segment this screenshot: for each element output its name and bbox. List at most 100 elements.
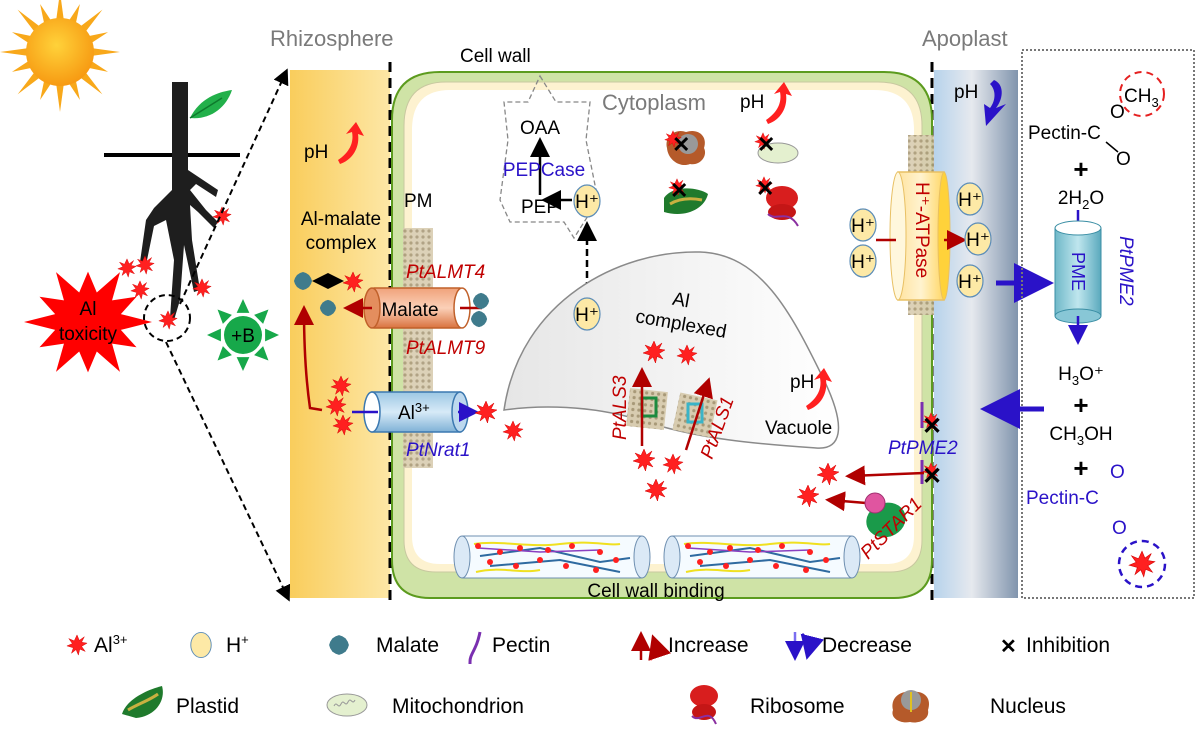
- mitochondrion-icon: [326, 693, 368, 717]
- cell-wall-fiber-2: [663, 535, 861, 579]
- methyl-group: CH3: [1124, 86, 1159, 110]
- sun-ray: [17, 71, 41, 95]
- gene-ptnrat1: PtNrat1: [406, 440, 470, 461]
- bound-al-dot: [747, 557, 753, 563]
- proton-icon: H⁺: [573, 184, 601, 218]
- sun-ray: [40, 79, 52, 101]
- svg-text:H⁺: H⁺: [958, 190, 982, 211]
- als1-membrane: [672, 392, 718, 438]
- svg-text:Nucleus: Nucleus: [990, 695, 1066, 718]
- legend-item-plastid: Plastid: [122, 686, 239, 718]
- rhizosphere-ph: pH: [304, 122, 364, 164]
- boron-label: +B: [231, 326, 255, 347]
- methyl-highlight: [1119, 71, 1165, 117]
- proton-icon: H⁺: [956, 182, 984, 216]
- al-channel-label: Al3+: [398, 400, 430, 424]
- legend-item-ribosome: Ribosome: [690, 685, 845, 725]
- rhizosphere-title: Rhizosphere: [270, 26, 394, 51]
- sun-ray: [68, 3, 80, 25]
- boron-ray: [217, 346, 232, 361]
- svg-text:Al3+: Al3+: [94, 632, 128, 657]
- svg-text:Malate: Malate: [376, 634, 439, 657]
- sun-ray: [56, 83, 64, 112]
- sun-icon: [0, 0, 120, 112]
- cell-wall-label: Cell wall: [460, 46, 531, 67]
- legend-item-increase: Increase: [631, 631, 749, 661]
- inhibition-x-icon: ✕: [922, 413, 942, 440]
- proton-icon: H⁺: [964, 222, 992, 256]
- inhibited-mitochondrion: ✕: [754, 132, 799, 164]
- svg-text:H⁺: H⁺: [851, 216, 875, 237]
- svg-text:H⁺: H⁺: [966, 230, 990, 251]
- cell-wall-binding-label: Cell wall binding: [587, 581, 724, 602]
- al-toxicity-label-2: toxicity: [59, 324, 118, 345]
- boron-ray: [265, 328, 279, 342]
- legend-item-proton: H+: [190, 631, 249, 659]
- sun-ray: [40, 3, 52, 25]
- cytoplasm-title: Cytoplasm: [602, 90, 706, 115]
- proton-icon: H⁺: [849, 208, 877, 242]
- svg-text:H+: H+: [226, 632, 249, 657]
- svg-text:H⁺: H⁺: [958, 272, 982, 293]
- pectin-icon: [468, 631, 482, 665]
- proton-icon: H⁺: [849, 244, 877, 278]
- gene-ptals3: PtALS3: [610, 375, 631, 440]
- bound-al-dot: [779, 543, 785, 549]
- bound-al-dot: [707, 549, 713, 555]
- plus-sign: +: [1073, 390, 1088, 420]
- als1-arrow: [684, 377, 713, 451]
- bound-al-dot: [537, 557, 543, 563]
- bound-al-dot: [697, 559, 703, 565]
- bound-al-dot: [823, 557, 829, 563]
- svg-text:H⁺: H⁺: [851, 252, 875, 273]
- oaa-label: OAA: [520, 118, 560, 139]
- bound-al-dot: [597, 549, 603, 555]
- pme-label: PME: [1068, 252, 1088, 291]
- svg-text:Mitochondrion: Mitochondrion: [392, 695, 524, 718]
- svg-text:✕: ✕: [672, 132, 690, 157]
- boron-badge: +B: [207, 299, 279, 371]
- legend-item-mitochondrion: Mitochondrion: [326, 693, 524, 718]
- apoplast-zone: [934, 70, 1018, 598]
- inhibited-plastid: ✕: [664, 178, 708, 214]
- al-toxicity-label-1: Al: [80, 299, 97, 320]
- svg-text:Pectin: Pectin: [492, 634, 550, 657]
- boron-ray: [207, 328, 221, 342]
- nucleus-icon: [892, 690, 930, 723]
- boron-ray: [254, 346, 269, 361]
- sun-ray: [11, 32, 33, 44]
- sun-ray: [11, 60, 33, 72]
- ester-oxygen: O: [1110, 102, 1125, 123]
- bound-al-dot: [613, 557, 619, 563]
- bound-al-dot: [487, 559, 493, 565]
- legend-item-pectin: Pectin: [468, 631, 550, 665]
- sun-ray: [0, 48, 29, 56]
- increase-arrow-icon: [631, 631, 672, 661]
- plant-icon: [104, 82, 240, 342]
- gene-ptpme2-membrane: PtPME2: [888, 438, 958, 459]
- svg-text:Plastid: Plastid: [176, 695, 239, 718]
- bound-al-dot: [513, 563, 519, 569]
- bound-al-dot: [807, 549, 813, 555]
- legend-item-al3: Al3+: [66, 632, 128, 657]
- al-channel: Al3+: [363, 391, 469, 433]
- legend-item-inhibition: ✕ Inhibition: [1000, 634, 1110, 658]
- sun-ray: [68, 79, 80, 101]
- inhibition-x-icon: ✕: [1000, 636, 1017, 658]
- svg-text:✕: ✕: [670, 178, 688, 203]
- apoplast-ph-label: pH: [954, 82, 978, 103]
- proton-icon: H⁺: [956, 264, 984, 298]
- zoom-circle: [143, 294, 191, 342]
- malate-channel-label: Malate: [381, 300, 438, 321]
- plus-sign: +: [1073, 453, 1088, 483]
- al-ion: [1128, 550, 1156, 578]
- increase-arrow-icon: [294, 305, 323, 412]
- ph-increase-arrow-icon: [338, 122, 364, 164]
- bound-al-dot: [475, 543, 481, 549]
- pepcase-label: PEPCase: [503, 160, 585, 181]
- star1-ligand: [864, 492, 886, 514]
- gene-ptpme2: PtPME2: [1115, 236, 1136, 306]
- bound-al-dot: [773, 563, 779, 569]
- legend-item-malate: Malate: [329, 634, 439, 657]
